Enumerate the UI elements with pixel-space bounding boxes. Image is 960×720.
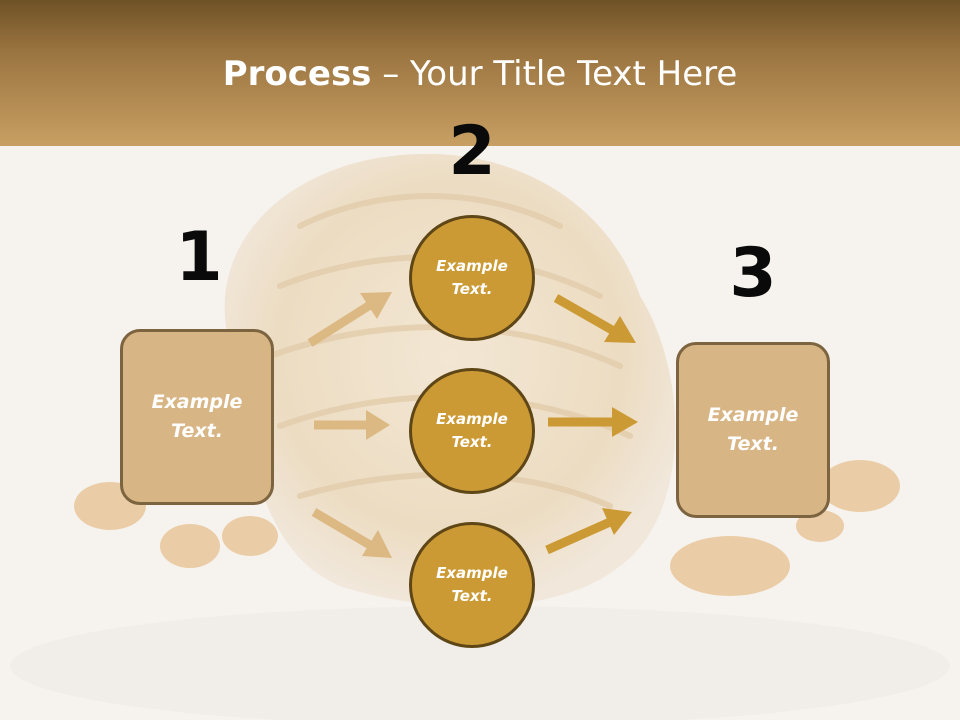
- circle-middle-line-2: Text.: [451, 433, 493, 451]
- arrow-box-to-bottom-circle: [311, 508, 392, 558]
- step-3-line-2: Text.: [727, 433, 779, 455]
- step-2-circle-top: Example Text.: [409, 215, 535, 341]
- circle-top-line-2: Text.: [451, 280, 493, 298]
- title-bold: Process: [222, 54, 372, 94]
- title-rest: – Your Title Text Here: [371, 54, 738, 94]
- title-banner: Process – Your Title Text Here: [0, 0, 960, 146]
- step-2-circle-bottom: Example Text.: [409, 522, 535, 648]
- circle-bottom-line-2: Text.: [451, 587, 493, 605]
- circle-middle-line-1: Example: [436, 410, 508, 428]
- step-1-box: Example Text.: [120, 329, 274, 505]
- arrow-box-to-top-circle: [307, 292, 392, 347]
- arrow-top-circle-to-box: [553, 294, 636, 343]
- step-1-line-1: Example: [151, 391, 243, 413]
- step-3-line-1: Example: [707, 404, 799, 426]
- step-3-box: Example Text.: [676, 342, 830, 518]
- arrow-box-to-middle-circle: [314, 410, 390, 440]
- step-number-3: 3: [729, 234, 777, 313]
- arrow-middle-circle-to-box: [548, 407, 638, 437]
- step-1-line-2: Text.: [171, 420, 223, 442]
- arrow-bottom-circle-to-box: [545, 508, 632, 555]
- circle-top-line-1: Example: [436, 257, 508, 275]
- step-number-1: 1: [175, 218, 223, 297]
- circle-bottom-line-1: Example: [436, 564, 508, 582]
- slide-title: Process – Your Title Text Here: [0, 50, 960, 98]
- step-number-2: 2: [448, 112, 496, 191]
- step-2-circle-middle: Example Text.: [409, 368, 535, 494]
